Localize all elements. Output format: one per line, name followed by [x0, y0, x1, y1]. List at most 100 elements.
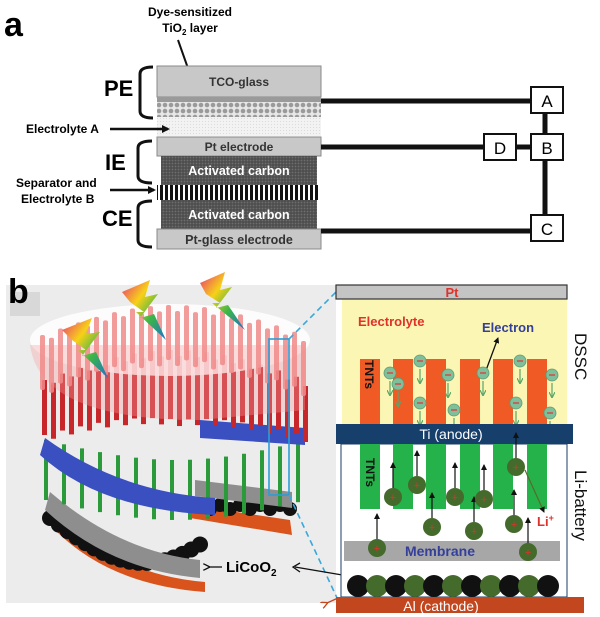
- box-c: [530, 214, 564, 242]
- ti-anode-label: Ti (anode): [419, 426, 482, 442]
- green-rod: [206, 458, 210, 519]
- box-b: [530, 133, 564, 161]
- box-a: [530, 86, 564, 114]
- li-ion: [384, 488, 402, 506]
- red-rod: [249, 367, 254, 430]
- highlight-box: [268, 338, 290, 496]
- li-ion: [507, 458, 525, 476]
- red-rod: [285, 379, 290, 438]
- ti-anode: [336, 424, 573, 444]
- orange-tnt: [393, 359, 413, 424]
- li-ion-plus: +: [452, 492, 458, 504]
- box-a-label: A: [541, 92, 553, 111]
- li-ion: [446, 488, 464, 506]
- anode-disc-left: [40, 438, 215, 515]
- pt-label: Pt: [446, 285, 460, 300]
- lithium-particle: [442, 575, 464, 597]
- pink-rod: [103, 320, 108, 376]
- orange-tnts: [360, 359, 547, 424]
- pink-rod: [220, 310, 225, 366]
- panel-a: a Dye-sensitized TiO2 layer PE TCO-glass…: [4, 5, 564, 250]
- electron-label: Electron: [482, 320, 534, 335]
- red-rod: [69, 376, 74, 435]
- pe-bracket: [138, 65, 154, 120]
- membrane-label: Membrane: [405, 543, 475, 559]
- green-tnt: [360, 444, 380, 509]
- red-rod: [51, 382, 56, 439]
- activated-carbon-top-label: Activated carbon: [188, 164, 289, 178]
- ie-bracket: [136, 139, 153, 185]
- red-rod: [87, 370, 92, 431]
- red-rod: [141, 358, 146, 425]
- li-ion-plus: +: [414, 480, 420, 492]
- dye-label-line1: Dye-sensitized: [148, 5, 232, 19]
- licoo2-particle: [423, 575, 445, 597]
- electrolyte-a-layer: [157, 117, 321, 136]
- li-ion-plus: +: [481, 494, 487, 506]
- green-tnt: [426, 444, 446, 509]
- circuit: A B D C: [321, 86, 564, 242]
- li-ion: [408, 476, 426, 494]
- pt-glass-electrode-label: Pt-glass electrode: [185, 233, 293, 247]
- lithium-particle: [480, 575, 502, 597]
- separator-label-line2: Electrolyte B: [21, 192, 95, 206]
- electrolyte-label: Electrolyte: [358, 314, 424, 329]
- cathode-particles: [347, 575, 559, 597]
- pink-rod: [229, 318, 234, 374]
- pink-rod: [40, 335, 45, 390]
- red-rod: [60, 373, 65, 431]
- pink-rod: [292, 331, 297, 387]
- li-ion: [465, 522, 483, 540]
- box-d-label: D: [494, 139, 506, 158]
- red-rod: [186, 350, 191, 420]
- red-rod: [96, 361, 101, 423]
- dssc-label: DSSC: [571, 333, 590, 380]
- red-rod: [276, 370, 281, 430]
- li-ion-plus: +: [513, 462, 519, 474]
- pink-rod: [301, 341, 306, 396]
- separator-label-line1: Separator and: [16, 176, 97, 190]
- membrane-disc-left: [45, 492, 200, 578]
- lithium-particle: [404, 575, 426, 597]
- green-tnt: [527, 444, 547, 509]
- al-cathode-arrow: [327, 597, 339, 603]
- green-rod: [224, 456, 228, 517]
- activated-carbon-bottom: [161, 200, 317, 229]
- membrane: [344, 541, 560, 561]
- ie-label: IE: [105, 150, 126, 175]
- pink-rod: [184, 305, 189, 361]
- li-battery-label: Li-battery: [571, 470, 590, 541]
- licoo2-particle: [461, 575, 483, 597]
- box-d: [483, 133, 517, 161]
- pink-rod: [121, 316, 126, 372]
- red-rod: [168, 350, 173, 420]
- red-rod: [303, 386, 308, 442]
- red-rod: [204, 352, 209, 420]
- tco-glass-label: TCO-glass: [209, 75, 269, 89]
- red-rod: [114, 357, 119, 421]
- panel-b-illustration: b LiCoO2: [6, 272, 361, 603]
- green-rod: [260, 450, 264, 511]
- red-rod: [177, 356, 182, 427]
- licoo2-particle: [499, 575, 521, 597]
- red-rod: [105, 365, 110, 428]
- li-ion-plus: +: [525, 547, 531, 559]
- li-ion: [368, 539, 386, 557]
- li-ion: [505, 515, 523, 533]
- pink-rod: [139, 313, 144, 369]
- green-tnt: [493, 444, 513, 509]
- pink-rod: [193, 312, 198, 368]
- red-rod: [195, 357, 200, 426]
- li-ion: [475, 490, 493, 508]
- li-ion-plus: +: [374, 543, 380, 555]
- red-rod: [222, 355, 227, 421]
- li-ion-plus: +: [511, 519, 517, 531]
- red-rod: [240, 359, 245, 423]
- green-tnt: [460, 444, 480, 509]
- light-bolt-1: [62, 318, 108, 378]
- pe-label: PE: [104, 76, 133, 101]
- orange-tnt: [426, 359, 446, 424]
- lithium-particle: [518, 575, 540, 597]
- pt-glass-electrode-layer: [156, 228, 322, 250]
